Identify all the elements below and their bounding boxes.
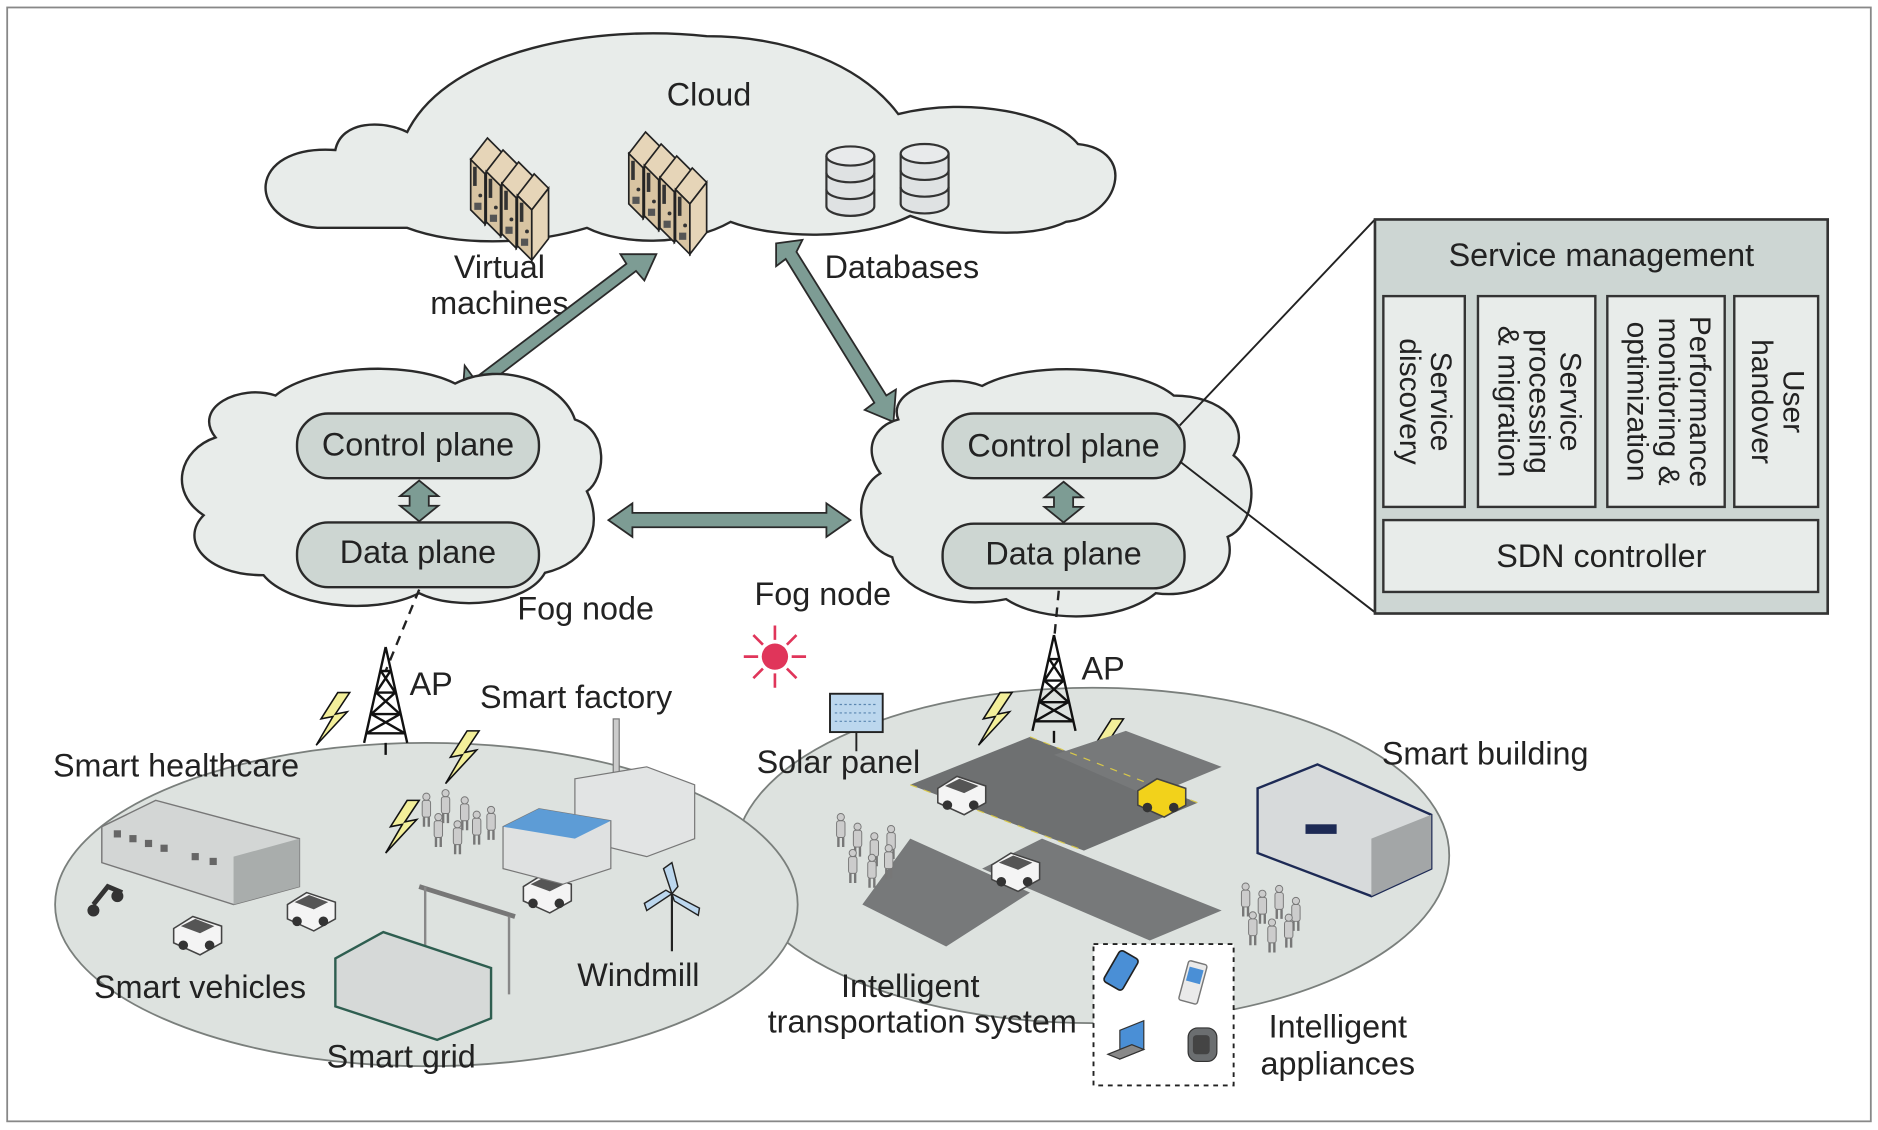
factory-icon [502, 718, 696, 885]
module-label: discovery [1393, 338, 1426, 464]
module-label: handover [1745, 339, 1778, 464]
cloud-group: Cloud Virtual machines Databases [264, 32, 1117, 321]
data-plane-box [295, 521, 541, 589]
laptop-icon [1106, 1019, 1146, 1060]
module-label: processing [1522, 329, 1555, 474]
solar-panel-label: Solar panel [757, 744, 921, 780]
cloud-title: Cloud [667, 77, 751, 113]
taxi-icon [1137, 777, 1187, 818]
module-performance-monitoring [1606, 294, 1726, 509]
module-label: & migration [1491, 326, 1524, 477]
solar-panel-icon [829, 692, 884, 752]
its-label-line2: transportation system [768, 1004, 1077, 1040]
data-plane-label: Data plane [340, 534, 496, 570]
smart-healthcare-label: Smart healthcare [53, 747, 299, 783]
fog-node-left: Control plane Data plane Fog node [180, 367, 654, 672]
control-plane-label: Control plane [967, 428, 1159, 464]
data-plane-box [941, 522, 1186, 590]
appliances-label-line1: Intelligent [1269, 1008, 1407, 1044]
fog-node-label: Fog node [755, 576, 892, 612]
control-plane-box [941, 412, 1186, 480]
module-label: optimization [1621, 322, 1654, 482]
sdn-controller-box [1382, 518, 1820, 594]
module-label: User [1776, 370, 1809, 433]
smart-building-label: Smart building [1382, 735, 1589, 771]
left-zone-content: AP Smart healthcare Smart factory [53, 645, 701, 1074]
service-management-panel: Service management Service discovery Ser… [1373, 218, 1830, 615]
data-plane-label: Data plane [985, 535, 1141, 571]
module-service-discovery [1382, 294, 1466, 509]
smart-building-icon [1256, 763, 1433, 898]
its-label-line1: Intelligent [841, 968, 979, 1004]
smartwatch-icon [1187, 1027, 1218, 1063]
sun-icon [743, 625, 807, 688]
module-user-handover [1733, 294, 1820, 509]
windmill-icon [643, 861, 701, 952]
vm-label-line1: Virtual [454, 249, 545, 285]
sdn-controller-label: SDN controller [1496, 538, 1706, 574]
fog-node-right: Control plane Data plane Fog node [755, 368, 1253, 642]
module-label: Service [1554, 352, 1587, 452]
smart-vehicles-label: Smart vehicles [94, 969, 306, 1005]
module-label: Service [1424, 352, 1457, 452]
service-management-title: Service management [1449, 237, 1754, 273]
smartphone-icon [1103, 949, 1139, 991]
control-plane-box [295, 412, 541, 480]
smart-factory-label: Smart factory [480, 679, 673, 715]
hospital-building-icon [101, 799, 301, 906]
fog-node-label: Fog node [517, 590, 654, 626]
scooter-icon [87, 883, 124, 917]
module-label: Performance [1683, 316, 1716, 487]
smart-grid-label: Smart grid [327, 1038, 476, 1074]
arrow-fog-to-fog [606, 501, 852, 539]
module-service-processing [1476, 294, 1597, 509]
ap-label: AP [1082, 650, 1125, 686]
zoom-callout-lines [1179, 218, 1376, 614]
intelligent-appliances-box [1092, 943, 1235, 1087]
pda-icon [1178, 960, 1208, 1005]
ap-label: AP [410, 666, 453, 702]
control-plane-label: Control plane [322, 426, 514, 462]
appliances-label-line2: appliances [1261, 1046, 1416, 1082]
right-zone-content: Solar panel AP Smart building Intelligen… [743, 625, 1589, 1087]
databases-label: Databases [825, 249, 980, 285]
windmill-label: Windmill [577, 957, 699, 993]
smart-grid-station-icon [334, 884, 516, 1042]
module-label: monitoring & [1652, 317, 1685, 485]
vm-label-line2: machines [430, 285, 568, 321]
